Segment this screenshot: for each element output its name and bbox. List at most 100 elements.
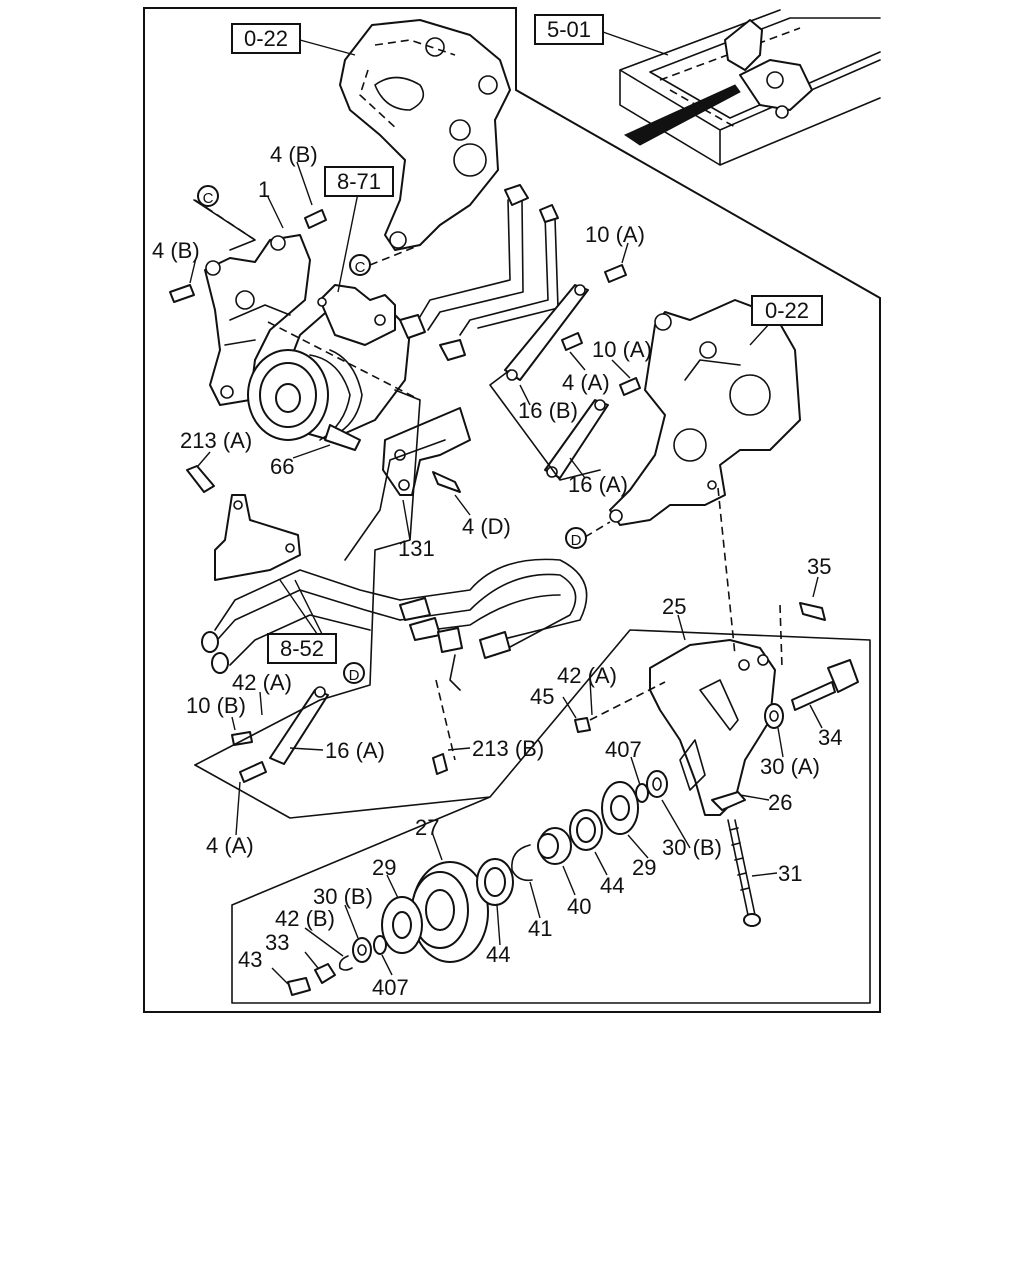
bolt-213a xyxy=(186,465,215,493)
label-10a-mid: 10 (A) xyxy=(592,337,652,362)
outer-frame xyxy=(143,7,881,1013)
label-4b-left: 4 (B) xyxy=(152,238,200,263)
nut-33 xyxy=(314,963,336,984)
part-labels: 4 (B) 1 4 (B) 10 (A) 10 (A) 4 (A) 16 (B)… xyxy=(152,142,842,1000)
bolt-4b-left xyxy=(169,284,195,303)
circle-marker-c-right: C xyxy=(349,254,371,276)
label-29-left: 29 xyxy=(372,855,396,880)
center-support-bracket xyxy=(382,407,471,496)
label-33: 33 xyxy=(265,930,289,955)
washer-30b-left xyxy=(352,937,372,963)
washer-30b-right xyxy=(646,770,668,798)
bolt-43 xyxy=(287,977,311,996)
svg-text:C: C xyxy=(203,190,214,207)
label-66: 66 xyxy=(270,454,294,479)
adjust-bolt-31 xyxy=(727,819,761,927)
engine-bracket-right xyxy=(609,299,801,526)
tensioner-bracket xyxy=(649,639,776,816)
label-44-left: 44 xyxy=(486,942,510,967)
label-42b: 42 (B) xyxy=(275,906,335,931)
label-29-right: 29 xyxy=(632,855,656,880)
label-4a-low: 4 (A) xyxy=(206,833,254,858)
label-407-top: 407 xyxy=(605,737,642,762)
circle-marker-c-left: C xyxy=(197,185,219,207)
adjust-link-16a-right xyxy=(544,399,609,479)
ac-compressor xyxy=(247,284,411,451)
label-4b-top: 4 (B) xyxy=(270,142,318,167)
washer-407-bottom xyxy=(373,935,387,955)
bolt-4a-low xyxy=(239,761,267,783)
plate-29-right xyxy=(601,781,639,835)
svg-text:C: C xyxy=(355,259,366,276)
label-30b-left: 30 (B) xyxy=(313,884,373,909)
label-4d: 4 (D) xyxy=(462,514,511,539)
label-42a-left: 42 (A) xyxy=(232,670,292,695)
label-16a-low: 16 (A) xyxy=(325,738,385,763)
svg-text:5-01: 5-01 xyxy=(547,17,591,42)
label-213b: 213 (B) xyxy=(472,736,544,761)
ref-box-0-22-top: 0-22 xyxy=(231,23,301,54)
svg-text:8-52: 8-52 xyxy=(280,636,324,661)
nut-45 xyxy=(574,717,591,733)
svg-text:D: D xyxy=(571,532,582,549)
washer-407-top xyxy=(635,783,649,803)
label-30b-right: 30 (B) xyxy=(662,835,722,860)
adjust-link-16b xyxy=(504,284,589,381)
svg-text:D: D xyxy=(349,667,360,684)
snap-ring-42b xyxy=(338,955,353,971)
label-16a-right: 16 (A) xyxy=(568,472,628,497)
ref-box-0-22-right: 0-22 xyxy=(751,295,823,326)
svg-text:0-22: 0-22 xyxy=(244,26,288,51)
label-25: 25 xyxy=(662,594,686,619)
label-31: 31 xyxy=(778,861,802,886)
label-41: 41 xyxy=(528,916,552,941)
inset-engine-frame xyxy=(619,9,881,166)
snap-ring-41 xyxy=(511,844,533,882)
label-30a: 30 (A) xyxy=(760,754,820,779)
bolt-10a-mid xyxy=(619,377,641,396)
link-16a-low xyxy=(269,686,329,765)
plate-29-left xyxy=(381,896,423,954)
compressor-mount-bracket xyxy=(204,234,311,406)
through-bolt-34 xyxy=(791,659,859,711)
pulley-27 xyxy=(411,861,489,963)
label-16b: 16 (B) xyxy=(518,398,578,423)
bolt-35 xyxy=(799,602,826,621)
bolt-10b xyxy=(231,731,253,746)
ref-box-8-52: 8-52 xyxy=(267,633,337,664)
label-43: 43 xyxy=(238,947,262,972)
label-26: 26 xyxy=(768,790,792,815)
bolt-4d xyxy=(432,471,461,493)
label-35: 35 xyxy=(807,554,831,579)
label-213a: 213 (A) xyxy=(180,428,252,453)
label-4a-mid: 4 (A) xyxy=(562,370,610,395)
label-10b: 10 (B) xyxy=(186,693,246,718)
ref-box-8-71: 8-71 xyxy=(324,166,394,197)
washer-30a xyxy=(764,703,784,729)
label-45: 45 xyxy=(530,684,554,709)
label-27: 27 xyxy=(415,815,439,840)
label-44-right: 44 xyxy=(600,873,624,898)
spacer-40 xyxy=(537,827,572,865)
bearing-44-left xyxy=(476,858,514,906)
label-131: 131 xyxy=(398,536,435,561)
leader-lines xyxy=(189,31,871,1004)
svg-text:0-22: 0-22 xyxy=(765,298,809,323)
label-40: 40 xyxy=(567,894,591,919)
label-34: 34 xyxy=(818,725,842,750)
bolt-213b xyxy=(432,753,448,775)
ref-box-5-01: 5-01 xyxy=(534,14,604,45)
label-10a-top: 10 (A) xyxy=(585,222,645,247)
bearing-44-right xyxy=(569,809,603,851)
engine-bracket-upper xyxy=(339,19,511,251)
circle-marker-d-left: D xyxy=(343,662,365,684)
bolt-4b-top xyxy=(304,209,327,229)
label-407-bottom: 407 xyxy=(372,975,409,1000)
circle-marker-d-right: D xyxy=(565,527,587,549)
bolt-10a-top xyxy=(604,264,627,283)
label-42a-right: 42 (A) xyxy=(557,663,617,688)
svg-text:8-71: 8-71 xyxy=(337,169,381,194)
label-1: 1 xyxy=(258,177,270,202)
hose-clip-bracket xyxy=(214,494,301,581)
